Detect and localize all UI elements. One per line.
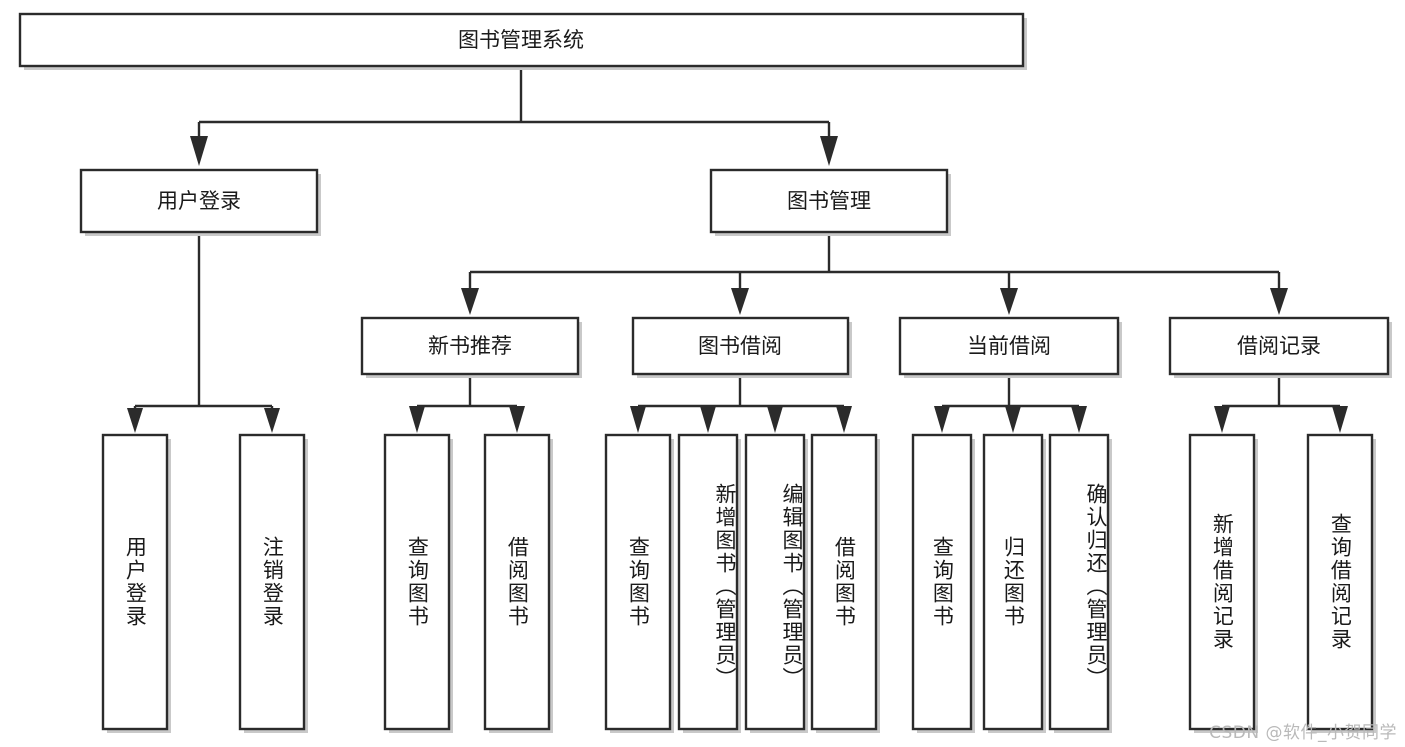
node-book-borrow[interactable]: 图书借阅 bbox=[631, 316, 852, 378]
leaf-borrow-book-2-box[interactable] bbox=[810, 433, 878, 731]
arrow-head-leaf-edit-book bbox=[767, 406, 783, 433]
current-borrow-box[interactable] bbox=[898, 316, 1120, 376]
node-root[interactable]: 图书管理系统 bbox=[18, 12, 1027, 70]
arrow-head-current bbox=[1000, 288, 1018, 315]
leaf-node-confirm-return[interactable] bbox=[1048, 433, 1112, 733]
leaf-return-book-box[interactable] bbox=[982, 433, 1044, 731]
borrow-record-box[interactable] bbox=[1168, 316, 1390, 376]
arrow-head-leaf-return-book bbox=[1005, 406, 1021, 433]
leaf-node-query-book-1[interactable] bbox=[383, 433, 453, 733]
user-login-label: 用户登录 bbox=[157, 189, 241, 213]
arrow-head-leaf-logout bbox=[264, 408, 280, 433]
node-book-management[interactable]: 图书管理 bbox=[709, 168, 951, 236]
leaf-node-logout[interactable] bbox=[238, 433, 308, 733]
arrow-head-newbook bbox=[461, 288, 479, 315]
leaf-add-book-box[interactable] bbox=[677, 433, 739, 731]
arrow-head-borrow bbox=[731, 288, 749, 315]
current-borrow-label: 当前借阅 bbox=[967, 334, 1051, 358]
arrow-head-leaf-borrow-book-2 bbox=[836, 406, 852, 433]
arrow-head-leaf-user-login bbox=[127, 408, 143, 433]
leaf-user-login-box[interactable] bbox=[101, 433, 169, 731]
leaf-node-query-record[interactable] bbox=[1306, 433, 1376, 733]
leaf-node-borrow-book-2[interactable] bbox=[810, 433, 880, 733]
csdn-watermark: CSDN @软件_小贺同学 bbox=[1209, 723, 1397, 743]
leaf-node-query-book-2[interactable] bbox=[604, 433, 674, 733]
arrow-head-record bbox=[1270, 288, 1288, 315]
leaf-node-add-book[interactable] bbox=[677, 433, 741, 733]
root-label: 图书管理系统 bbox=[458, 28, 584, 52]
book-management-box[interactable] bbox=[709, 168, 949, 234]
leaf-query-book-1-box[interactable] bbox=[383, 433, 451, 731]
leaf-nodes-layer bbox=[101, 433, 1376, 733]
node-new-book-recommend[interactable]: 新书推荐 bbox=[360, 316, 582, 378]
node-user-login[interactable]: 用户登录 bbox=[79, 168, 321, 236]
arrow-head-leaf-confirm-return bbox=[1071, 406, 1087, 433]
arrow-head-leaf-query-book-3 bbox=[934, 406, 950, 433]
arrow-head-leaf-add-record bbox=[1214, 406, 1230, 433]
node-borrow-record[interactable]: 借阅记录 bbox=[1168, 316, 1392, 378]
leaf-add-record-box[interactable] bbox=[1188, 433, 1256, 731]
root-box[interactable] bbox=[18, 12, 1025, 68]
leaf-node-borrow-book-1[interactable] bbox=[483, 433, 553, 733]
leaf-node-user-login[interactable] bbox=[101, 433, 171, 733]
leaf-query-record-box[interactable] bbox=[1306, 433, 1374, 731]
user-login-box[interactable] bbox=[79, 168, 319, 234]
book-management-label: 图书管理 bbox=[787, 189, 871, 213]
leaf-query-book-2-box[interactable] bbox=[604, 433, 672, 731]
node-current-borrow[interactable]: 当前借阅 bbox=[898, 316, 1122, 378]
new-book-recommend-label: 新书推荐 bbox=[428, 334, 512, 358]
leaf-node-add-record[interactable] bbox=[1188, 433, 1258, 733]
arrow-head-bookmgmt bbox=[820, 136, 838, 166]
new-book-recommend-box[interactable] bbox=[360, 316, 580, 376]
arrow-head-leaf-query-book-2 bbox=[630, 406, 646, 433]
leaf-confirm-return-box[interactable] bbox=[1048, 433, 1110, 731]
leaf-node-query-book-3[interactable] bbox=[911, 433, 975, 733]
leaf-node-return-book[interactable] bbox=[982, 433, 1046, 733]
leaf-edit-book-box[interactable] bbox=[744, 433, 806, 731]
book-borrow-box[interactable] bbox=[631, 316, 850, 376]
leaf-logout-box[interactable] bbox=[238, 433, 306, 731]
arrow-head-userlogin bbox=[190, 136, 208, 166]
book-borrow-label: 图书借阅 bbox=[698, 334, 782, 358]
arrow-head-leaf-query-book-1 bbox=[409, 406, 425, 433]
arrow-head-leaf-query-record bbox=[1332, 406, 1348, 433]
leaf-node-edit-book[interactable] bbox=[744, 433, 808, 733]
leaf-borrow-book-1-box[interactable] bbox=[483, 433, 551, 731]
arrow-head-leaf-borrow-book-1 bbox=[509, 406, 525, 433]
leaf-query-book-3-box[interactable] bbox=[911, 433, 973, 731]
arrow-head-leaf-add-book bbox=[700, 406, 716, 433]
connectors-layer bbox=[127, 66, 1348, 433]
borrow-record-label: 借阅记录 bbox=[1237, 334, 1321, 358]
